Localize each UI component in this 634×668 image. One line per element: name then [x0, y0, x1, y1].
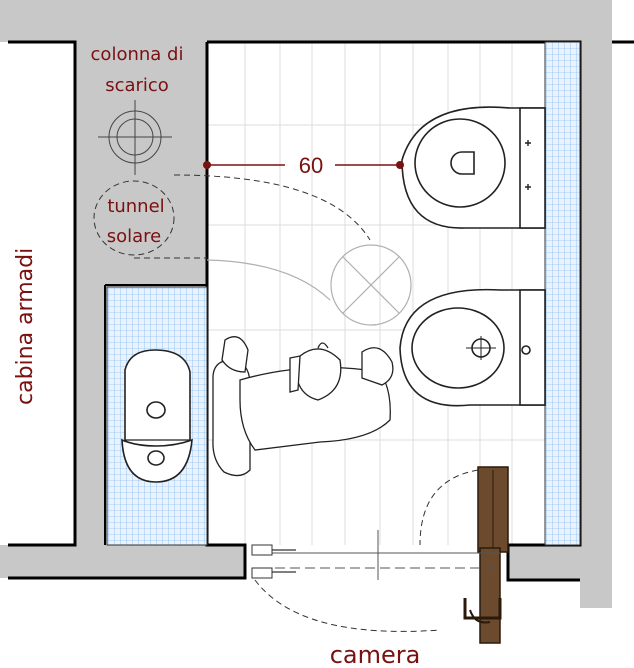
sun-tunnel-label: tunnel	[107, 196, 164, 217]
bidet-icon	[399, 288, 546, 407]
wardrobe-label: cabina armadi	[13, 248, 38, 405]
drain-column-label-2: scarico	[105, 75, 169, 96]
toilet-icon	[401, 106, 546, 229]
tile-strip-right	[544, 41, 581, 546]
person-icon	[212, 336, 394, 477]
walls	[0, 0, 634, 608]
sun-tunnel-icon	[93, 174, 371, 259]
door-icon	[419, 466, 509, 644]
clearance-dimension: 60	[203, 153, 404, 178]
sun-tunnel-label-2: solare	[107, 226, 162, 247]
bedroom-label: camera	[330, 641, 421, 668]
drain-column-label: colonna di	[91, 44, 184, 65]
drain-column-icon	[98, 100, 172, 175]
shower-tray-icon	[121, 349, 193, 483]
skylight-icon	[206, 244, 412, 326]
clearance-dimension-value: 60	[299, 153, 323, 178]
towel-rail-icon	[251, 530, 500, 632]
